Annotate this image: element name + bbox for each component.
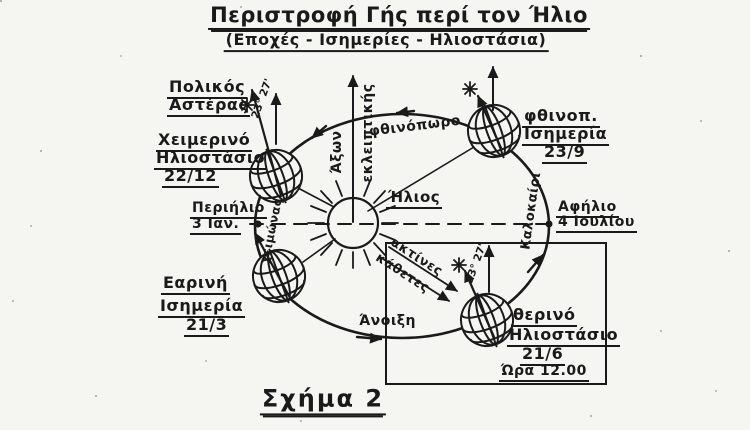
summer-solstice-time: Ώρα 12.00 bbox=[499, 364, 589, 382]
sun-to-earth-lines bbox=[297, 146, 475, 263]
summer-solstice-box bbox=[385, 242, 607, 385]
autumn-equinox-date: 23/9 bbox=[542, 143, 588, 164]
winter-solstice-date: 22/12 bbox=[162, 167, 219, 188]
spring-equinox-date: 21/3 bbox=[184, 316, 230, 337]
winter-solstice-label2: Ηλιοστάσιο bbox=[154, 149, 268, 170]
autumn-equinox-label: φθινοπ. bbox=[522, 107, 600, 128]
earth-axis-arrows bbox=[249, 88, 503, 339]
aphelion-dot bbox=[545, 220, 553, 228]
spring-equinox-label2: Ισημερία bbox=[158, 297, 246, 318]
summer-solstice-date: 21/6 bbox=[520, 345, 566, 366]
aphelion-label: Αφήλιο bbox=[556, 200, 619, 218]
winter-solstice-label: Χειμερινό bbox=[156, 131, 253, 152]
page-title: Περιστροφή Γής περί τον Ήλιο bbox=[208, 4, 590, 31]
figure-caption: Σχήμα 2 bbox=[259, 386, 387, 416]
page-subtitle: (Εποχές - Ισημερίες - Ηλιοστάσια) bbox=[223, 31, 549, 52]
sun-label: Ήλιος bbox=[386, 189, 443, 209]
vertical-reference-arrows bbox=[270, 66, 499, 293]
star-icon bbox=[451, 257, 467, 273]
perpendicular-rays-arrows bbox=[379, 246, 458, 302]
perihelion-label: Περιήλιο bbox=[190, 201, 267, 219]
season-spring-label: Άνοιξη bbox=[359, 313, 417, 329]
spring-equinox-label: Εαρινή bbox=[161, 274, 230, 295]
perihelion-dot bbox=[254, 220, 262, 228]
ecliptic-axis-label-1: Άξων bbox=[329, 130, 346, 174]
orbit-direction-arrows bbox=[310, 106, 545, 344]
summer-solstice-label: θερινό bbox=[511, 306, 578, 327]
aphelion-date: 4 Ιουλίου bbox=[556, 215, 637, 233]
autumn-equinox-label2: Ισημερία bbox=[522, 125, 610, 146]
polar-star-label-line2: Αστέρας bbox=[167, 96, 251, 117]
summer-solstice-label2: Ηλιοστάσιο bbox=[507, 326, 621, 347]
polar-star-label-line1: Πολικός bbox=[167, 78, 248, 99]
paper-speckles bbox=[0, 0, 2, 2]
star-icon bbox=[462, 81, 478, 97]
perihelion-date: 3 Ιαν. bbox=[190, 217, 242, 235]
